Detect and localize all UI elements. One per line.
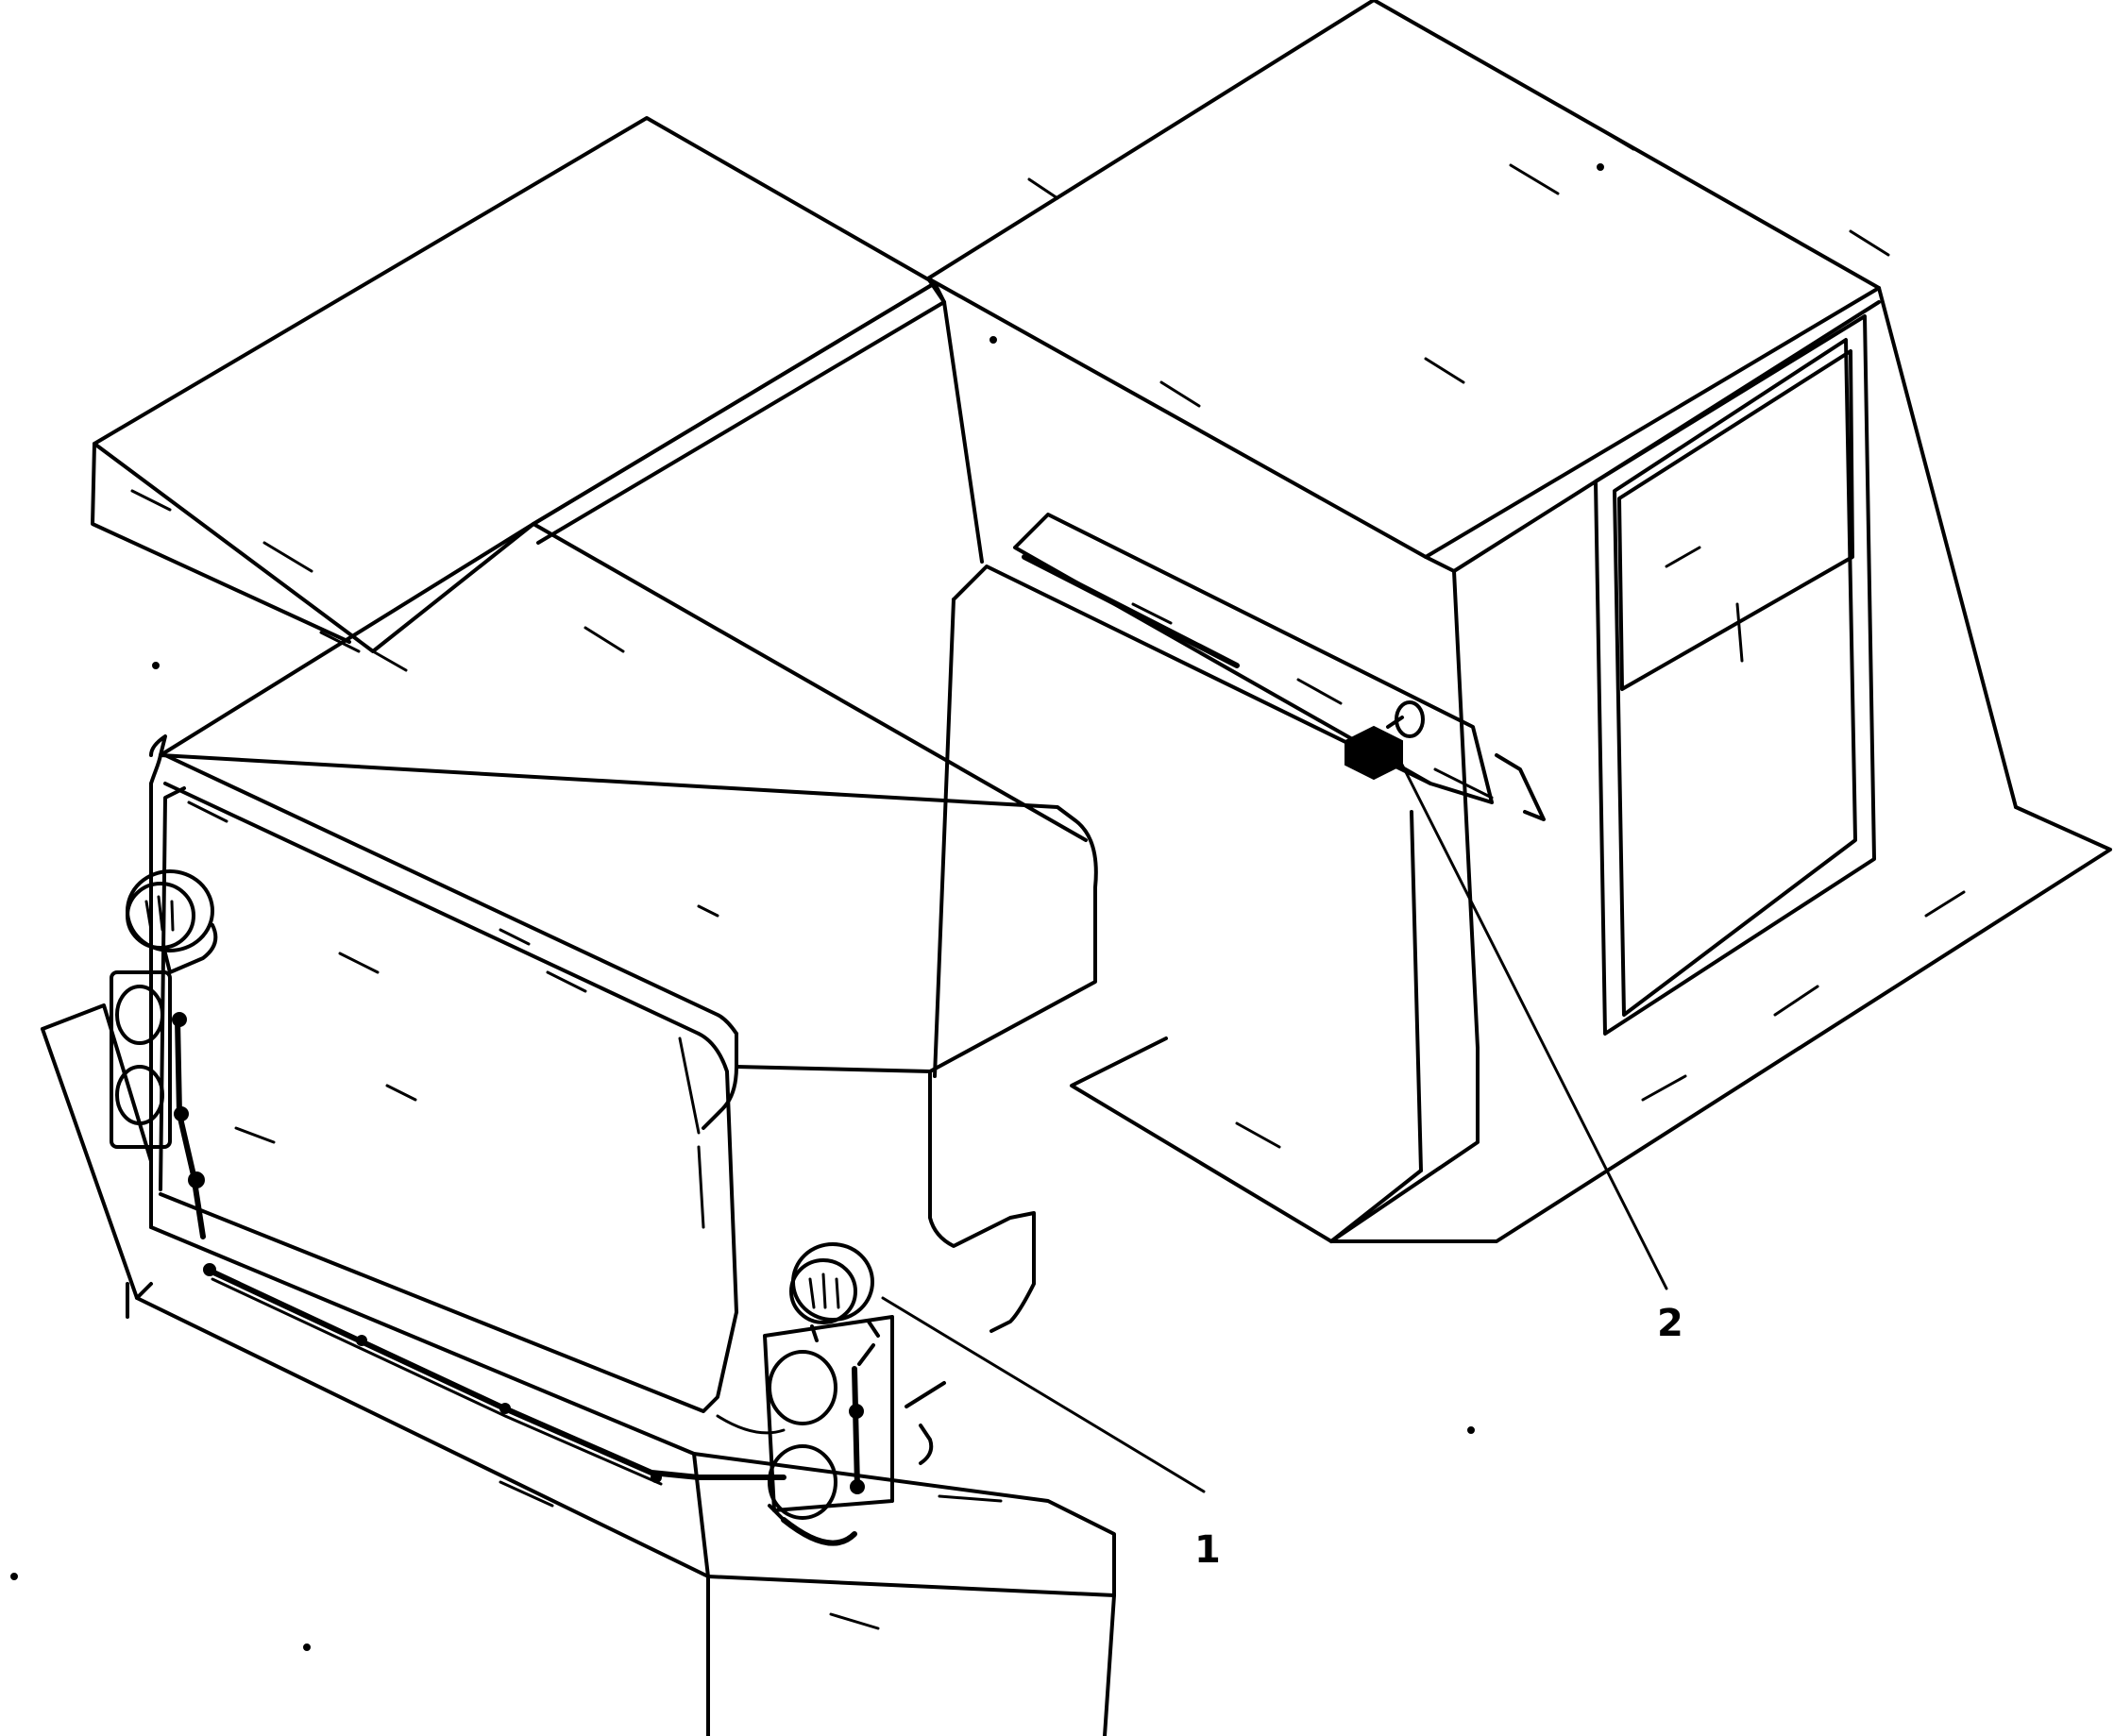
callout-leader-2 (1400, 763, 1668, 1290)
engine-hood (149, 281, 1098, 1413)
right-tail-light-icon (763, 1315, 894, 1520)
left-work-light-icon (126, 869, 218, 974)
wiring-harness (203, 1263, 786, 1486)
callout-label-1: 1 (1194, 1528, 1221, 1572)
callout-label-2: 2 (1657, 1302, 1683, 1345)
left-light-assembly (110, 869, 218, 1239)
right-light-assembly (716, 1242, 946, 1546)
front-bumper (41, 1003, 1116, 1736)
left-tail-light-icon (110, 970, 172, 1149)
callout-leader-1 (881, 1296, 1206, 1493)
horn-icon (1345, 700, 1425, 781)
operator-cab (926, 0, 2112, 1243)
